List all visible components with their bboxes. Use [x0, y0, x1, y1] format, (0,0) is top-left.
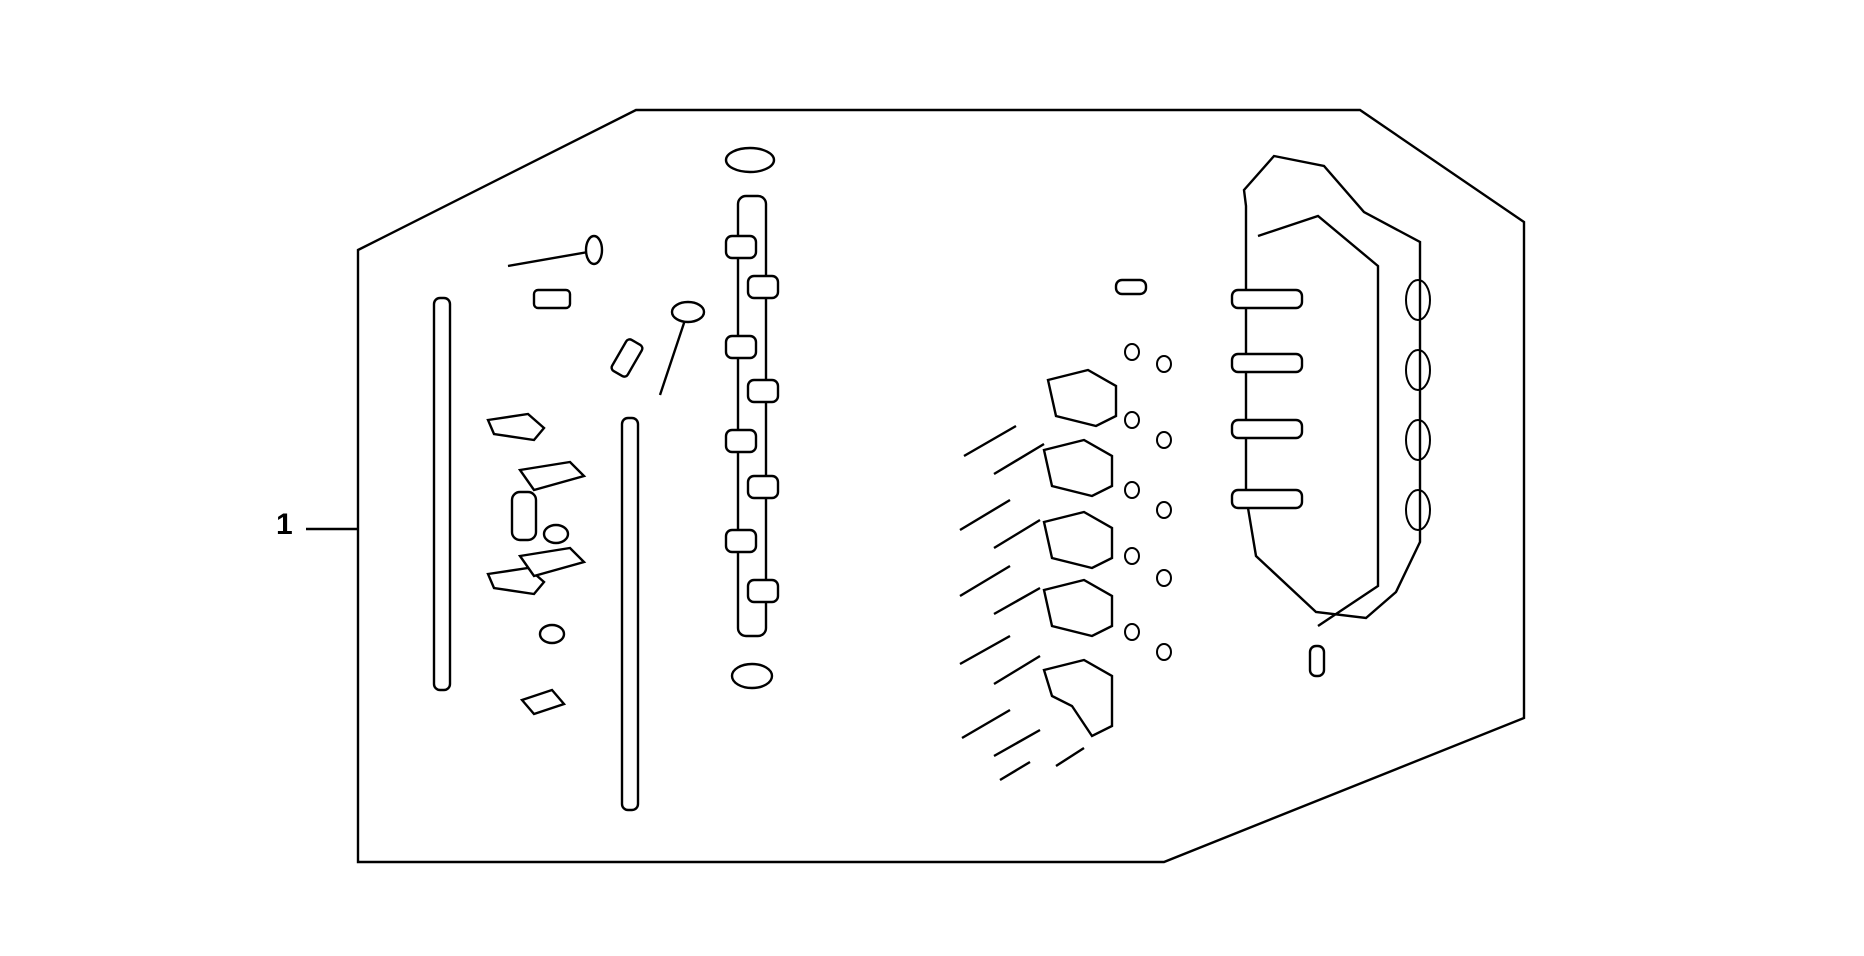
camshaft-holders: [1042, 368, 1118, 738]
bolts: [959, 424, 1085, 782]
valve-spring: [532, 288, 644, 378]
rocker-shaft-right: [620, 416, 640, 812]
rocker-shaft-left: [432, 296, 452, 692]
callout-number-1: 1: [276, 508, 293, 541]
intake-valve: [507, 234, 604, 268]
rocker-arms: [486, 412, 587, 716]
camshaft: [724, 146, 780, 690]
exhaust-valve: [658, 300, 706, 396]
kit-boundary: [356, 108, 1526, 864]
cylinder-head: [1230, 154, 1431, 627]
dowel-pins: [1114, 278, 1326, 678]
